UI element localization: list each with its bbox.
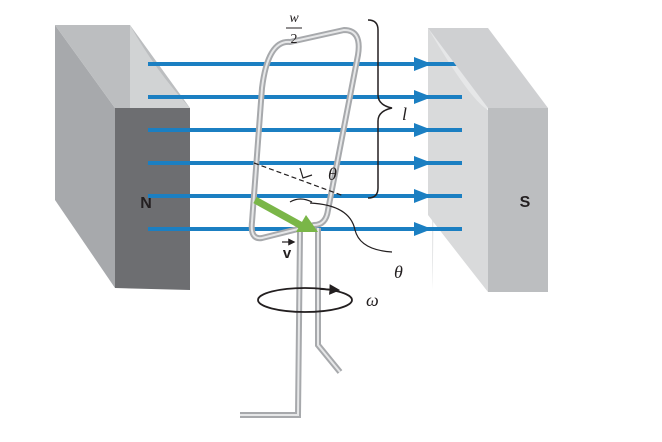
field-line-arrowhead bbox=[414, 57, 432, 71]
north-magnet: N bbox=[55, 25, 190, 290]
rotation-ellipse bbox=[257, 287, 353, 313]
south-pole-label: S bbox=[520, 194, 531, 211]
theta-leader-line bbox=[309, 202, 393, 253]
south-magnet-front: S bbox=[428, 28, 548, 292]
south-magnet-right-face bbox=[488, 108, 548, 292]
magnetic-field-lines bbox=[148, 57, 462, 236]
coil-lead-right-highlight bbox=[317, 228, 341, 373]
omega-label: ω bbox=[366, 290, 379, 310]
angle-theta-lower: θ bbox=[394, 262, 403, 282]
length-dimension: l bbox=[367, 19, 407, 199]
rotation-indicator: ω bbox=[257, 284, 379, 313]
angle-arc bbox=[289, 198, 313, 203]
right-angle-mark bbox=[299, 167, 313, 179]
coil-lead-left-highlight bbox=[240, 231, 301, 416]
north-magnet-left-face bbox=[55, 25, 115, 288]
coil-loop-highlight bbox=[250, 29, 360, 240]
north-magnet-front-face bbox=[115, 108, 190, 290]
south-magnet-top-face bbox=[428, 28, 548, 108]
south-magnet-pole-face bbox=[428, 28, 488, 292]
velocity-label: v bbox=[283, 245, 292, 262]
field-line-arrowhead bbox=[414, 222, 432, 236]
half-width-label: w 2 bbox=[286, 11, 302, 47]
half-width-denominator: 2 bbox=[291, 32, 298, 47]
field-line-arrowhead bbox=[414, 90, 432, 104]
field-line-arrowhead bbox=[414, 189, 432, 203]
half-width-numerator: w bbox=[289, 11, 299, 26]
length-brace bbox=[367, 19, 393, 199]
field-line-arrowhead bbox=[414, 156, 432, 170]
length-label: l bbox=[402, 104, 407, 124]
angle-markings: θ θ bbox=[253, 162, 403, 282]
north-pole-label: N bbox=[140, 195, 152, 212]
rotating-coil bbox=[240, 27, 362, 418]
field-line-arrowhead bbox=[414, 123, 432, 137]
angle-theta-upper: θ bbox=[328, 164, 337, 184]
south-magnet bbox=[428, 28, 488, 292]
velocity-vector: v bbox=[253, 196, 318, 262]
